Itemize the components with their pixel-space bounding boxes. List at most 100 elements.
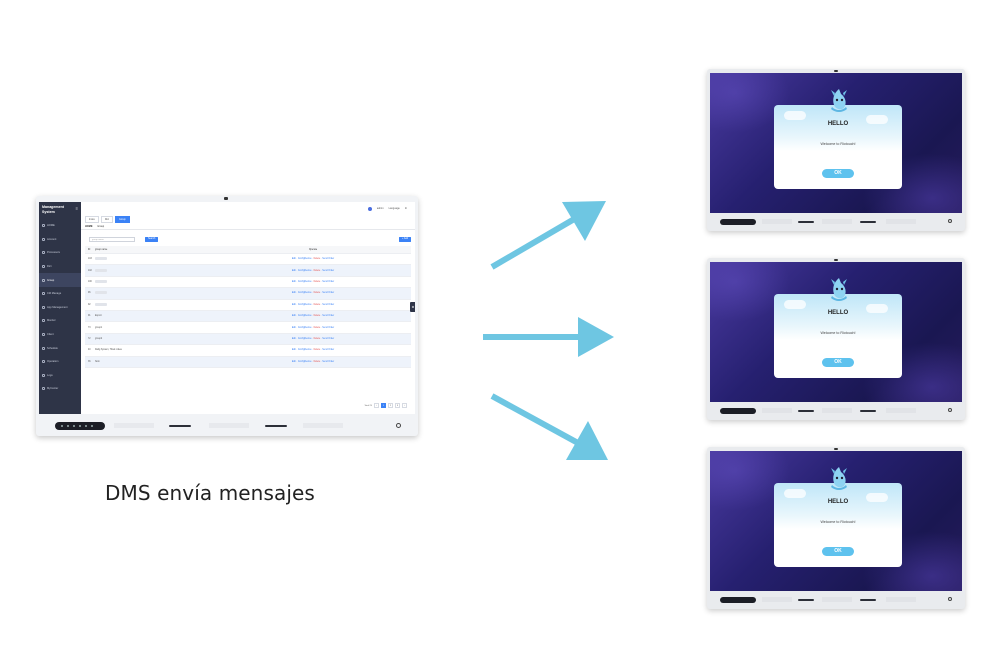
pager-next-icon[interactable]: › bbox=[402, 403, 407, 408]
pager-page[interactable]: 1 bbox=[381, 403, 386, 408]
ok-button[interactable]: OK bbox=[822, 358, 854, 367]
avatar[interactable] bbox=[367, 206, 372, 211]
sidebar-item[interactable]: Cfd Manage bbox=[39, 287, 81, 301]
float-settings-icon[interactable]: ⚙ bbox=[410, 302, 415, 312]
sidebar-item-label: Client bbox=[47, 333, 54, 337]
add-button[interactable]: + Add bbox=[399, 236, 411, 242]
edit-link[interactable]: Edit bbox=[291, 360, 296, 363]
bezel bbox=[710, 215, 962, 229]
send-order-link[interactable]: Send Order bbox=[322, 269, 335, 272]
language-selector[interactable]: Language bbox=[388, 207, 400, 210]
sidebar-item[interactable]: MyCenter bbox=[39, 382, 81, 396]
ok-button[interactable]: OK bbox=[822, 169, 854, 178]
sidebar-item-label: Account bbox=[47, 237, 57, 241]
menu-icon[interactable]: ≡ bbox=[75, 206, 78, 211]
pager-page[interactable]: 3 bbox=[395, 403, 400, 408]
sidebar-item[interactable]: Logs bbox=[39, 369, 81, 383]
sidebar-item[interactable]: HOME bbox=[39, 219, 81, 233]
group-icon bbox=[42, 278, 45, 282]
delete-link[interactable]: Delete bbox=[313, 280, 321, 283]
config-link[interactable]: ConfigDevice bbox=[297, 360, 312, 363]
send-order-link[interactable]: Send Order bbox=[322, 360, 335, 363]
edit-link[interactable]: Edit bbox=[291, 337, 296, 340]
config-link[interactable]: ConfigDevice bbox=[297, 269, 312, 272]
delete-link[interactable]: Delete bbox=[313, 315, 321, 318]
delete-link[interactable]: Delete bbox=[313, 269, 321, 272]
front-panel bbox=[720, 408, 756, 414]
sidebar-item-label: MyCenter bbox=[47, 387, 59, 391]
arrow-right-icon bbox=[483, 317, 614, 357]
dialog-message: Welcome to Riotouch! bbox=[820, 331, 856, 335]
slot bbox=[798, 410, 814, 412]
send-order-link[interactable]: Send Order bbox=[322, 258, 335, 261]
send-order-link[interactable]: Send Order bbox=[322, 326, 335, 329]
delete-link[interactable]: Delete bbox=[313, 360, 321, 363]
delete-link[interactable]: Delete bbox=[313, 337, 321, 340]
config-link[interactable]: ConfigDevice bbox=[297, 337, 312, 340]
speaker-grill bbox=[303, 423, 343, 428]
delete-link[interactable]: Delete bbox=[313, 292, 321, 295]
edit-link[interactable]: Edit bbox=[291, 326, 296, 329]
edit-link[interactable]: Edit bbox=[291, 258, 296, 261]
user-name[interactable]: admin bbox=[376, 207, 384, 210]
edit-link[interactable]: Edit bbox=[291, 280, 296, 283]
tab[interactable]: Dict bbox=[100, 215, 113, 223]
config-link[interactable]: ConfigDevice bbox=[297, 315, 312, 318]
log-icon bbox=[42, 373, 45, 377]
pager-page[interactable]: 2 bbox=[388, 403, 393, 408]
group-name: group1 bbox=[95, 326, 103, 329]
config-link[interactable]: ConfigDevice bbox=[297, 292, 312, 295]
send-order-link[interactable]: Send Order bbox=[322, 315, 335, 318]
breadcrumb-home[interactable]: HOME bbox=[85, 225, 93, 228]
sidebar-item[interactable]: Group bbox=[39, 273, 81, 287]
edit-link[interactable]: Edit bbox=[291, 349, 296, 352]
config-link[interactable]: ConfigDevice bbox=[297, 258, 312, 261]
send-order-link[interactable]: Send Order bbox=[322, 337, 335, 340]
sidebar-item[interactable]: Processors bbox=[39, 246, 81, 260]
sidebar-item[interactable]: Account bbox=[39, 233, 81, 247]
edit-link[interactable]: Edit bbox=[291, 315, 296, 318]
sidebar-item-label: Dict bbox=[47, 265, 52, 269]
search-input[interactable]: group name bbox=[89, 236, 135, 242]
config-link[interactable]: ConfigDevice bbox=[297, 303, 312, 306]
book-icon bbox=[42, 265, 45, 269]
app-title: Management bbox=[42, 205, 64, 209]
send-order-link[interactable]: Send Order bbox=[322, 292, 335, 295]
power-knob-icon bbox=[948, 408, 952, 412]
settings-icon[interactable]: ⚙ bbox=[404, 207, 407, 210]
delete-link[interactable]: Delete bbox=[313, 349, 321, 352]
sidebar-item[interactable]: Schedule bbox=[39, 341, 81, 355]
config-link[interactable]: ConfigDevice bbox=[297, 326, 312, 329]
breadcrumb: HOME Group bbox=[81, 223, 415, 230]
app-subtitle: System bbox=[42, 210, 55, 214]
tab[interactable]: Index bbox=[85, 215, 99, 223]
edit-link[interactable]: Edit bbox=[291, 292, 296, 295]
edit-link[interactable]: Edit bbox=[291, 303, 296, 306]
sidebar-item[interactable]: Client bbox=[39, 328, 81, 342]
sidebar-item[interactable]: App Management bbox=[39, 301, 81, 315]
delete-link[interactable]: Delete bbox=[313, 326, 321, 329]
sidebar-item[interactable]: Dict bbox=[39, 260, 81, 274]
pager-prev-icon[interactable]: ‹ bbox=[374, 403, 379, 408]
delete-link[interactable]: Delete bbox=[313, 258, 321, 261]
tab[interactable]: Group bbox=[114, 215, 130, 223]
speaker-grill bbox=[822, 219, 852, 224]
sidebar-item[interactable]: Operation bbox=[39, 355, 81, 369]
arrow-down-right-icon bbox=[490, 393, 608, 460]
power-knob-icon bbox=[948, 219, 952, 223]
edit-link[interactable]: Edit bbox=[291, 269, 296, 272]
config-link[interactable]: ConfigDevice bbox=[297, 349, 312, 352]
ok-button[interactable]: OK bbox=[822, 547, 854, 556]
delete-link[interactable]: Delete bbox=[313, 303, 321, 306]
send-order-link[interactable]: Send Order bbox=[322, 349, 335, 352]
blurred-name bbox=[95, 291, 107, 295]
send-order-link[interactable]: Send Order bbox=[322, 303, 335, 306]
search-button[interactable]: Search bbox=[145, 236, 159, 242]
config-link[interactable]: ConfigDevice bbox=[297, 280, 312, 283]
row-id: 96 bbox=[88, 292, 91, 295]
sidebar-item[interactable]: Monitor bbox=[39, 314, 81, 328]
send-order-link[interactable]: Send Order bbox=[322, 280, 335, 283]
